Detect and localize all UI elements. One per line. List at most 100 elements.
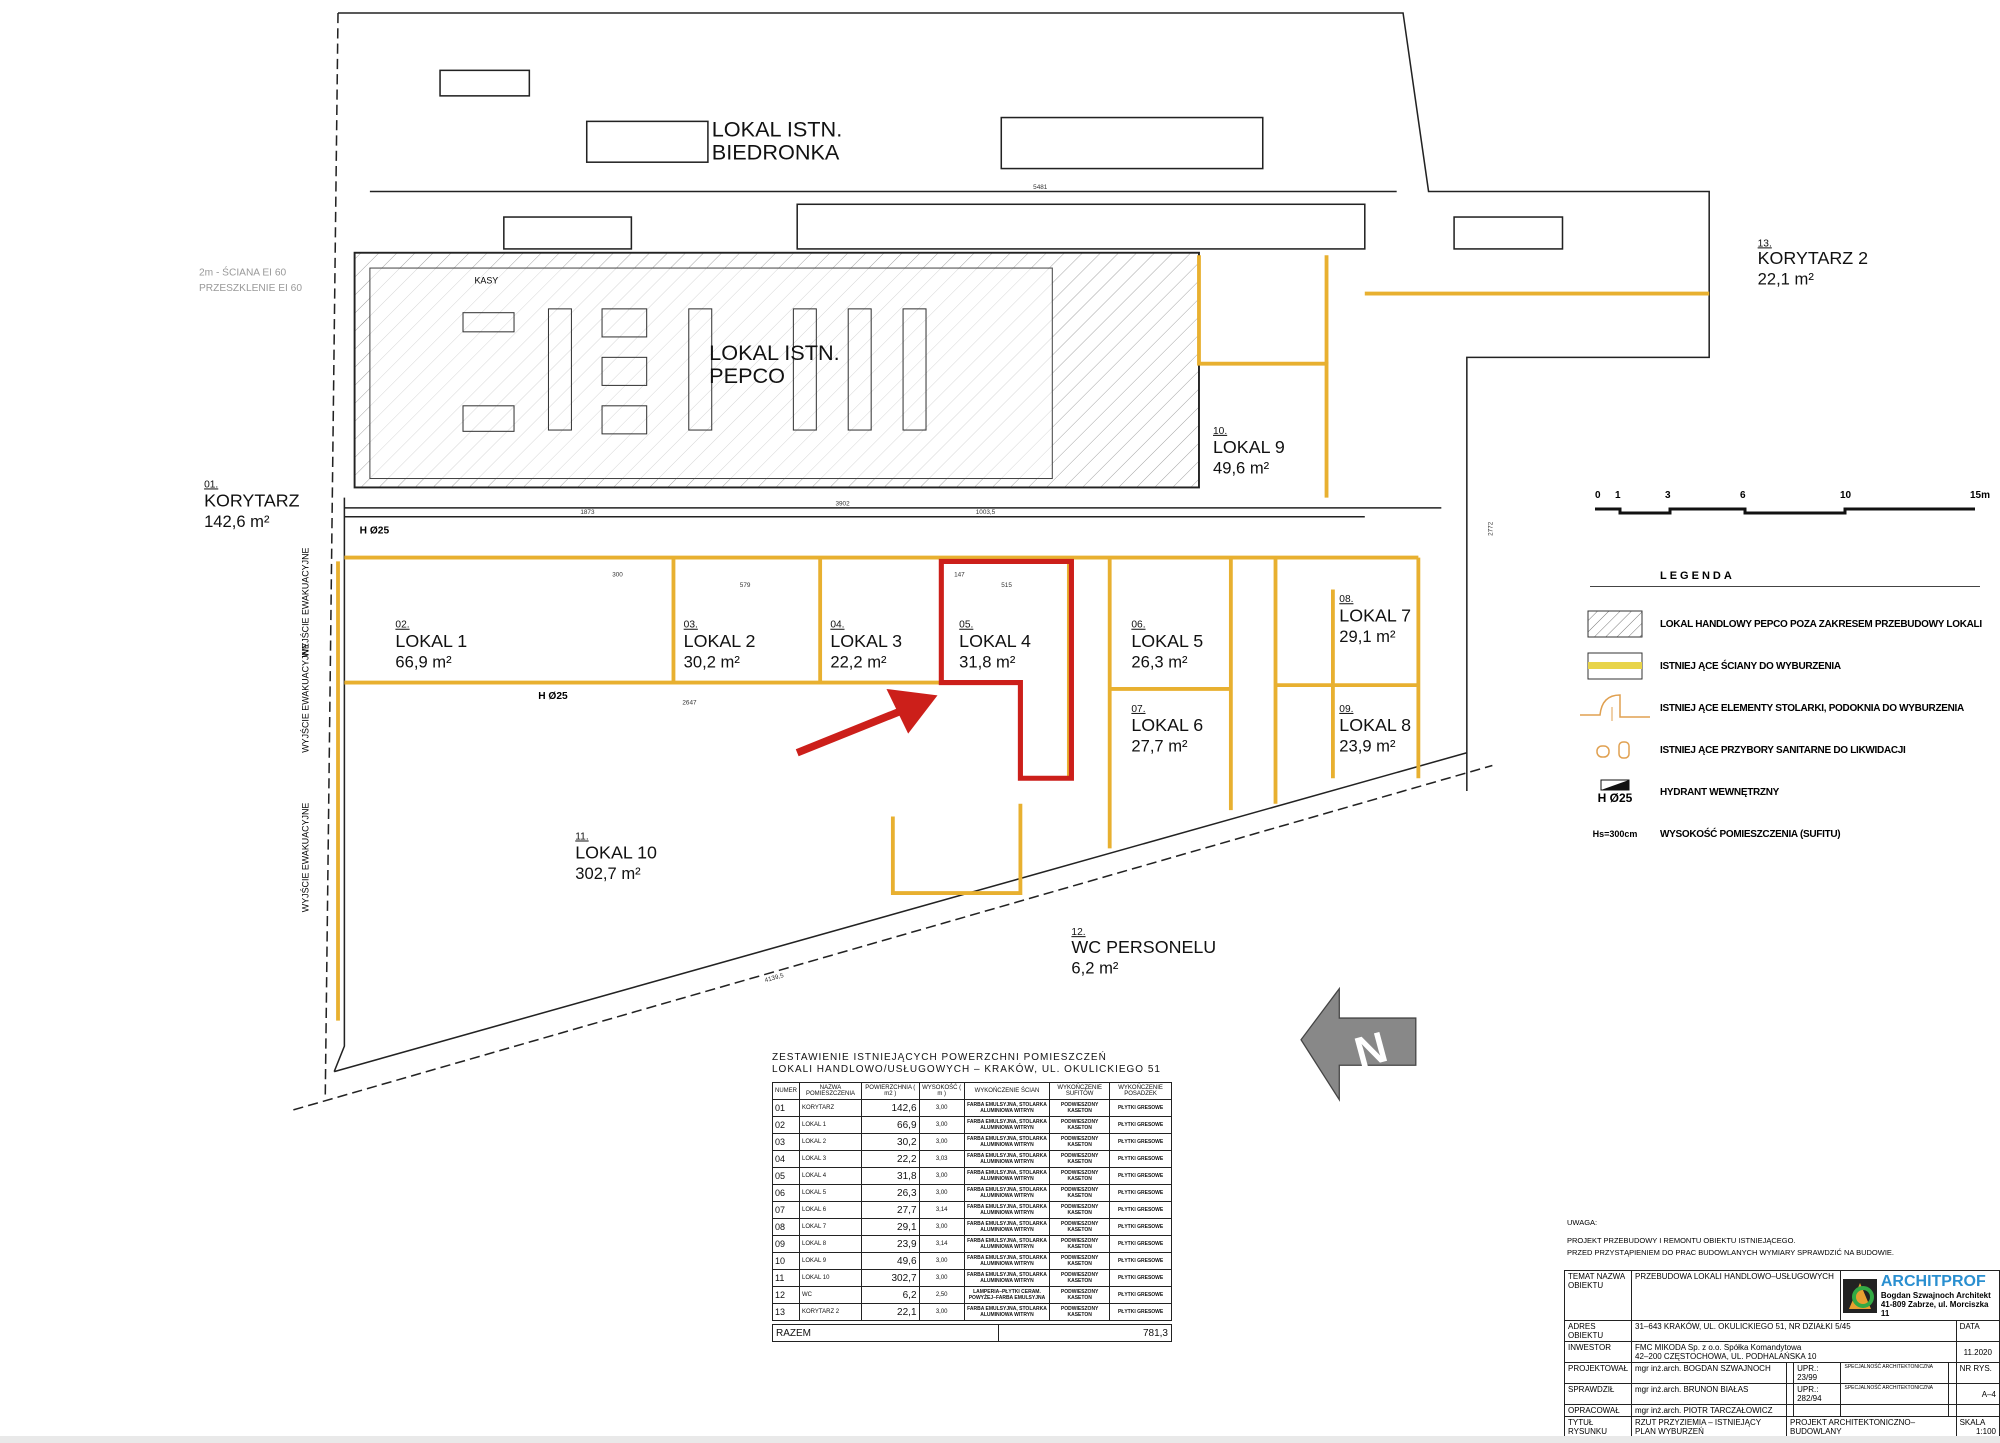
table-cell: PODWIESZONY KASETON: [1049, 1303, 1111, 1321]
svg-text:08.: 08.: [1339, 594, 1353, 605]
table-cell: PŁYTKI GRESOWE: [1109, 1099, 1172, 1117]
hydrant-icon: [1600, 779, 1630, 791]
svg-text:66,9 m²: 66,9 m²: [395, 652, 452, 671]
table-cell: 26,3: [861, 1184, 920, 1202]
svg-text:6,2 m²: 6,2 m²: [1071, 958, 1118, 977]
svg-text:5481: 5481: [1033, 184, 1048, 191]
svg-text:06.: 06.: [1131, 620, 1145, 631]
table-cell: 02: [772, 1116, 800, 1134]
svg-text:579: 579: [740, 582, 751, 589]
room-lokal-9: 10.LOKAL 949,6 m²: [1213, 426, 1285, 478]
svg-text:LOKAL 7: LOKAL 7: [1339, 605, 1411, 625]
svg-text:29,1 m²: 29,1 m²: [1339, 627, 1396, 646]
table-cell: PODWIESZONY KASETON: [1049, 1184, 1111, 1202]
table-cell: FARBA EMULSYJNA, STOLARKA ALUMINIOWA WIT…: [963, 1252, 1051, 1270]
kasy-label: KASY: [474, 275, 498, 285]
table-cell: 03: [772, 1133, 800, 1151]
table-cell: 09: [772, 1235, 800, 1253]
svg-text:11.: 11.: [575, 831, 588, 842]
svg-text:13.: 13.: [1758, 238, 1772, 249]
table-cell: 3,14: [918, 1201, 965, 1219]
table-cell: PODWIESZONY KASETON: [1049, 1201, 1111, 1219]
table-cell: PŁYTKI GRESOWE: [1109, 1201, 1172, 1219]
table-cell: PŁYTKI GRESOWE: [1109, 1184, 1172, 1202]
table-cell: 302,7: [861, 1269, 920, 1287]
architprof-logo: [1843, 1278, 1877, 1313]
exit-label: WYJŚCIE EWAKUACYJNE: [300, 643, 311, 753]
shelving: [462, 308, 927, 435]
svg-text:KORYTARZ: KORYTARZ: [204, 491, 300, 511]
svg-text:04.: 04.: [830, 620, 844, 631]
svg-text:PEPCO: PEPCO: [709, 363, 785, 388]
exit-label: WYJŚCIE EWAKUACYJNE: [300, 803, 311, 913]
svg-text:302,7 m²: 302,7 m²: [575, 864, 641, 883]
svg-text:31,8 m²: 31,8 m²: [959, 652, 1016, 671]
svg-text:LOKAL 8: LOKAL 8: [1339, 715, 1411, 735]
table-cell: 2,50: [918, 1286, 965, 1304]
table-cell: 3,00: [918, 1184, 965, 1202]
table-cell: FARBA EMULSYJNA, STOLARKA ALUMINIOWA WIT…: [963, 1133, 1051, 1151]
table-cell: KORYTARZ 2: [798, 1303, 863, 1321]
table-cell: LOKAL 2: [798, 1133, 863, 1151]
table-cell: 04: [772, 1150, 800, 1168]
table-cell: PŁYTKI GRESOWE: [1109, 1269, 1172, 1287]
svg-text:LOKAL 9: LOKAL 9: [1213, 437, 1285, 457]
svg-text:300: 300: [612, 572, 623, 579]
svg-text:LOKAL 3: LOKAL 3: [830, 631, 902, 651]
hatch-icon: [1587, 610, 1643, 638]
svg-text:KORYTARZ 2: KORYTARZ 2: [1758, 248, 1868, 268]
table-cell: 49,6: [861, 1252, 920, 1270]
room-lokal-4: 05.LOKAL 431,8 m²: [959, 620, 1031, 672]
table-cell: PŁYTKI GRESOWE: [1109, 1252, 1172, 1270]
table-cell: FARBA EMULSYJNA, STOLARKA ALUMINIOWA WIT…: [963, 1303, 1051, 1321]
table-cell: FARBA EMULSYJNA, STOLARKA ALUMINIOWA WIT…: [963, 1116, 1051, 1134]
table-cell: 3,00: [918, 1303, 965, 1321]
legend-item: ISTNIEJ ĄCE ŚCIANY DO WYBURZENIA: [1570, 645, 2000, 687]
table-cell: PODWIESZONY KASETON: [1049, 1167, 1111, 1185]
table-cell: PODWIESZONY KASETON: [1049, 1252, 1111, 1270]
table-cell: PODWIESZONY KASETON: [1049, 1150, 1111, 1168]
legend-item: ISTNIEJ ĄCE PRZYBORY SANITARNE DO LIKWID…: [1570, 729, 2000, 771]
table-cell: WC: [798, 1286, 863, 1304]
table-cell: 3,00: [918, 1167, 965, 1185]
room-lokal-2: 03.LOKAL 230,2 m²: [684, 620, 756, 672]
column-header: POWIERZCHNIA ( m2 ): [861, 1082, 920, 1100]
table-cell: 05: [772, 1167, 800, 1185]
table-cell: 6,2: [861, 1286, 920, 1304]
table-cell: LAMPERIA–PŁYTKI CERAM. POWYŻEJ–FARBA EMU…: [963, 1286, 1051, 1304]
wall-demolition-icon: [1587, 652, 1643, 680]
svg-text:3902: 3902: [835, 500, 850, 507]
bottom-bar: [0, 1436, 2000, 1443]
table-cell: LOKAL 7: [798, 1218, 863, 1236]
table-cell: PODWIESZONY KASETON: [1049, 1099, 1111, 1117]
table-cell: 29,1: [861, 1218, 920, 1236]
column-header: NUMER: [772, 1082, 800, 1100]
table-cell: 23,9: [861, 1235, 920, 1253]
svg-text:10.: 10.: [1213, 426, 1227, 437]
column-header: WYKOŃCZENIE ŚCIAN: [963, 1082, 1051, 1100]
hydrant-label: H Ø25: [360, 525, 390, 536]
svg-text:01.: 01.: [204, 479, 218, 490]
legend-item: LOKAL HANDLOWY PEPCO POZA ZAKRESEM PRZEB…: [1570, 603, 2000, 645]
red-arrow: [795, 688, 938, 757]
table-cell: 31,8: [861, 1167, 920, 1185]
svg-text:30,2 m²: 30,2 m²: [684, 652, 741, 671]
column-header: WYKOŃCZENIE SUFITÓW: [1049, 1082, 1111, 1100]
table-cell: 3,00: [918, 1133, 965, 1151]
